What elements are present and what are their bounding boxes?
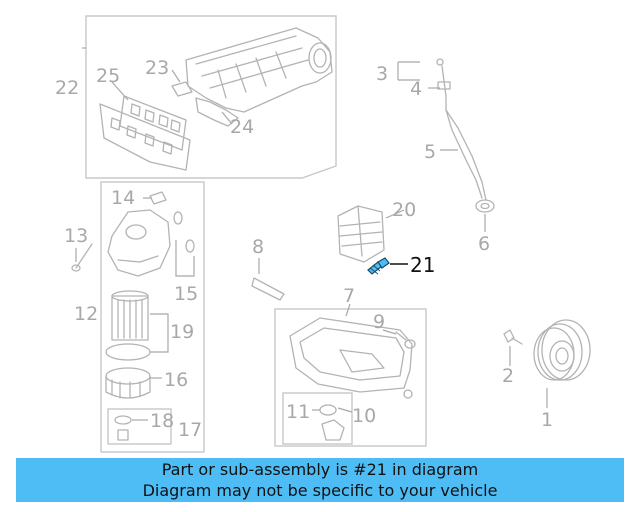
tube-part-8 (251, 277, 285, 301)
callout-8: 8 (252, 236, 264, 258)
callout-15: 15 (174, 283, 198, 305)
callout-2: 2 (502, 365, 514, 387)
callout-25: 25 (96, 65, 120, 87)
callout-11: 11 (286, 401, 310, 423)
banner-part-line: Part or sub-assembly is #21 in diagram (161, 460, 479, 479)
part-info-banner: Part or sub-assembly is #21 in diagram D… (16, 458, 624, 502)
callout-23: 23 (145, 57, 169, 79)
callout-3: 3 (376, 63, 388, 85)
bolt-part-9 (395, 331, 416, 349)
callout-4: 4 (410, 78, 422, 100)
bolt-part-2 (503, 329, 523, 345)
callout-24: 24 (230, 116, 254, 138)
callout-18: 18 (150, 410, 174, 432)
callout-16: 16 (164, 369, 188, 391)
intake-manifold-group-box (85, 15, 337, 179)
small-parts-box-17 (107, 408, 172, 445)
callout-labels: 1 2 3 4 5 6 7 8 9 10 11 12 13 14 15 16 1… (55, 57, 553, 441)
callout-13: 13 (64, 225, 88, 247)
oil-filter-part-12 (105, 290, 151, 361)
oil-filter-housing-part (107, 191, 171, 277)
intake-gasket-part-25 (99, 95, 191, 171)
callout-20: 20 (392, 199, 416, 221)
small-parts-box-10 (282, 392, 353, 445)
strainer-parts-10-11 (319, 404, 345, 441)
bolt-part-13 (71, 243, 93, 272)
callout-6: 6 (478, 233, 490, 255)
callout-22: 22 (55, 77, 79, 99)
leader-lines (75, 47, 548, 421)
callout-12: 12 (74, 303, 98, 325)
manifold-gasket-part-23 (171, 81, 193, 97)
callout-19: 19 (170, 321, 194, 343)
callout-1: 1 (541, 409, 553, 431)
oil-pan-part-7 (289, 317, 413, 399)
oil-pan-group-box (274, 308, 427, 447)
callout-21: 21 (410, 253, 435, 277)
callout-5: 5 (424, 141, 436, 163)
crank-pulley-part-1 (533, 319, 591, 381)
callout-7: 7 (343, 285, 355, 307)
banner-disclaimer-line: Diagram may not be specific to your vehi… (142, 481, 498, 500)
bolt-part-21 (367, 257, 390, 275)
intake-manifold-part (185, 27, 333, 113)
callout-9: 9 (373, 311, 385, 333)
drain-plug-part-18 (114, 415, 132, 441)
manifold-gasket-part-24 (195, 97, 239, 127)
callout-14: 14 (111, 187, 135, 209)
oring-part-15 (173, 211, 195, 253)
callout-17: 17 (178, 419, 202, 441)
oil-filter-group-box (100, 181, 205, 453)
oil-cooler-part-20 (337, 205, 385, 263)
dipstick-parts-3-4-5 (436, 58, 495, 213)
callout-10: 10 (352, 405, 376, 427)
filter-cap-part-16 (105, 367, 151, 399)
